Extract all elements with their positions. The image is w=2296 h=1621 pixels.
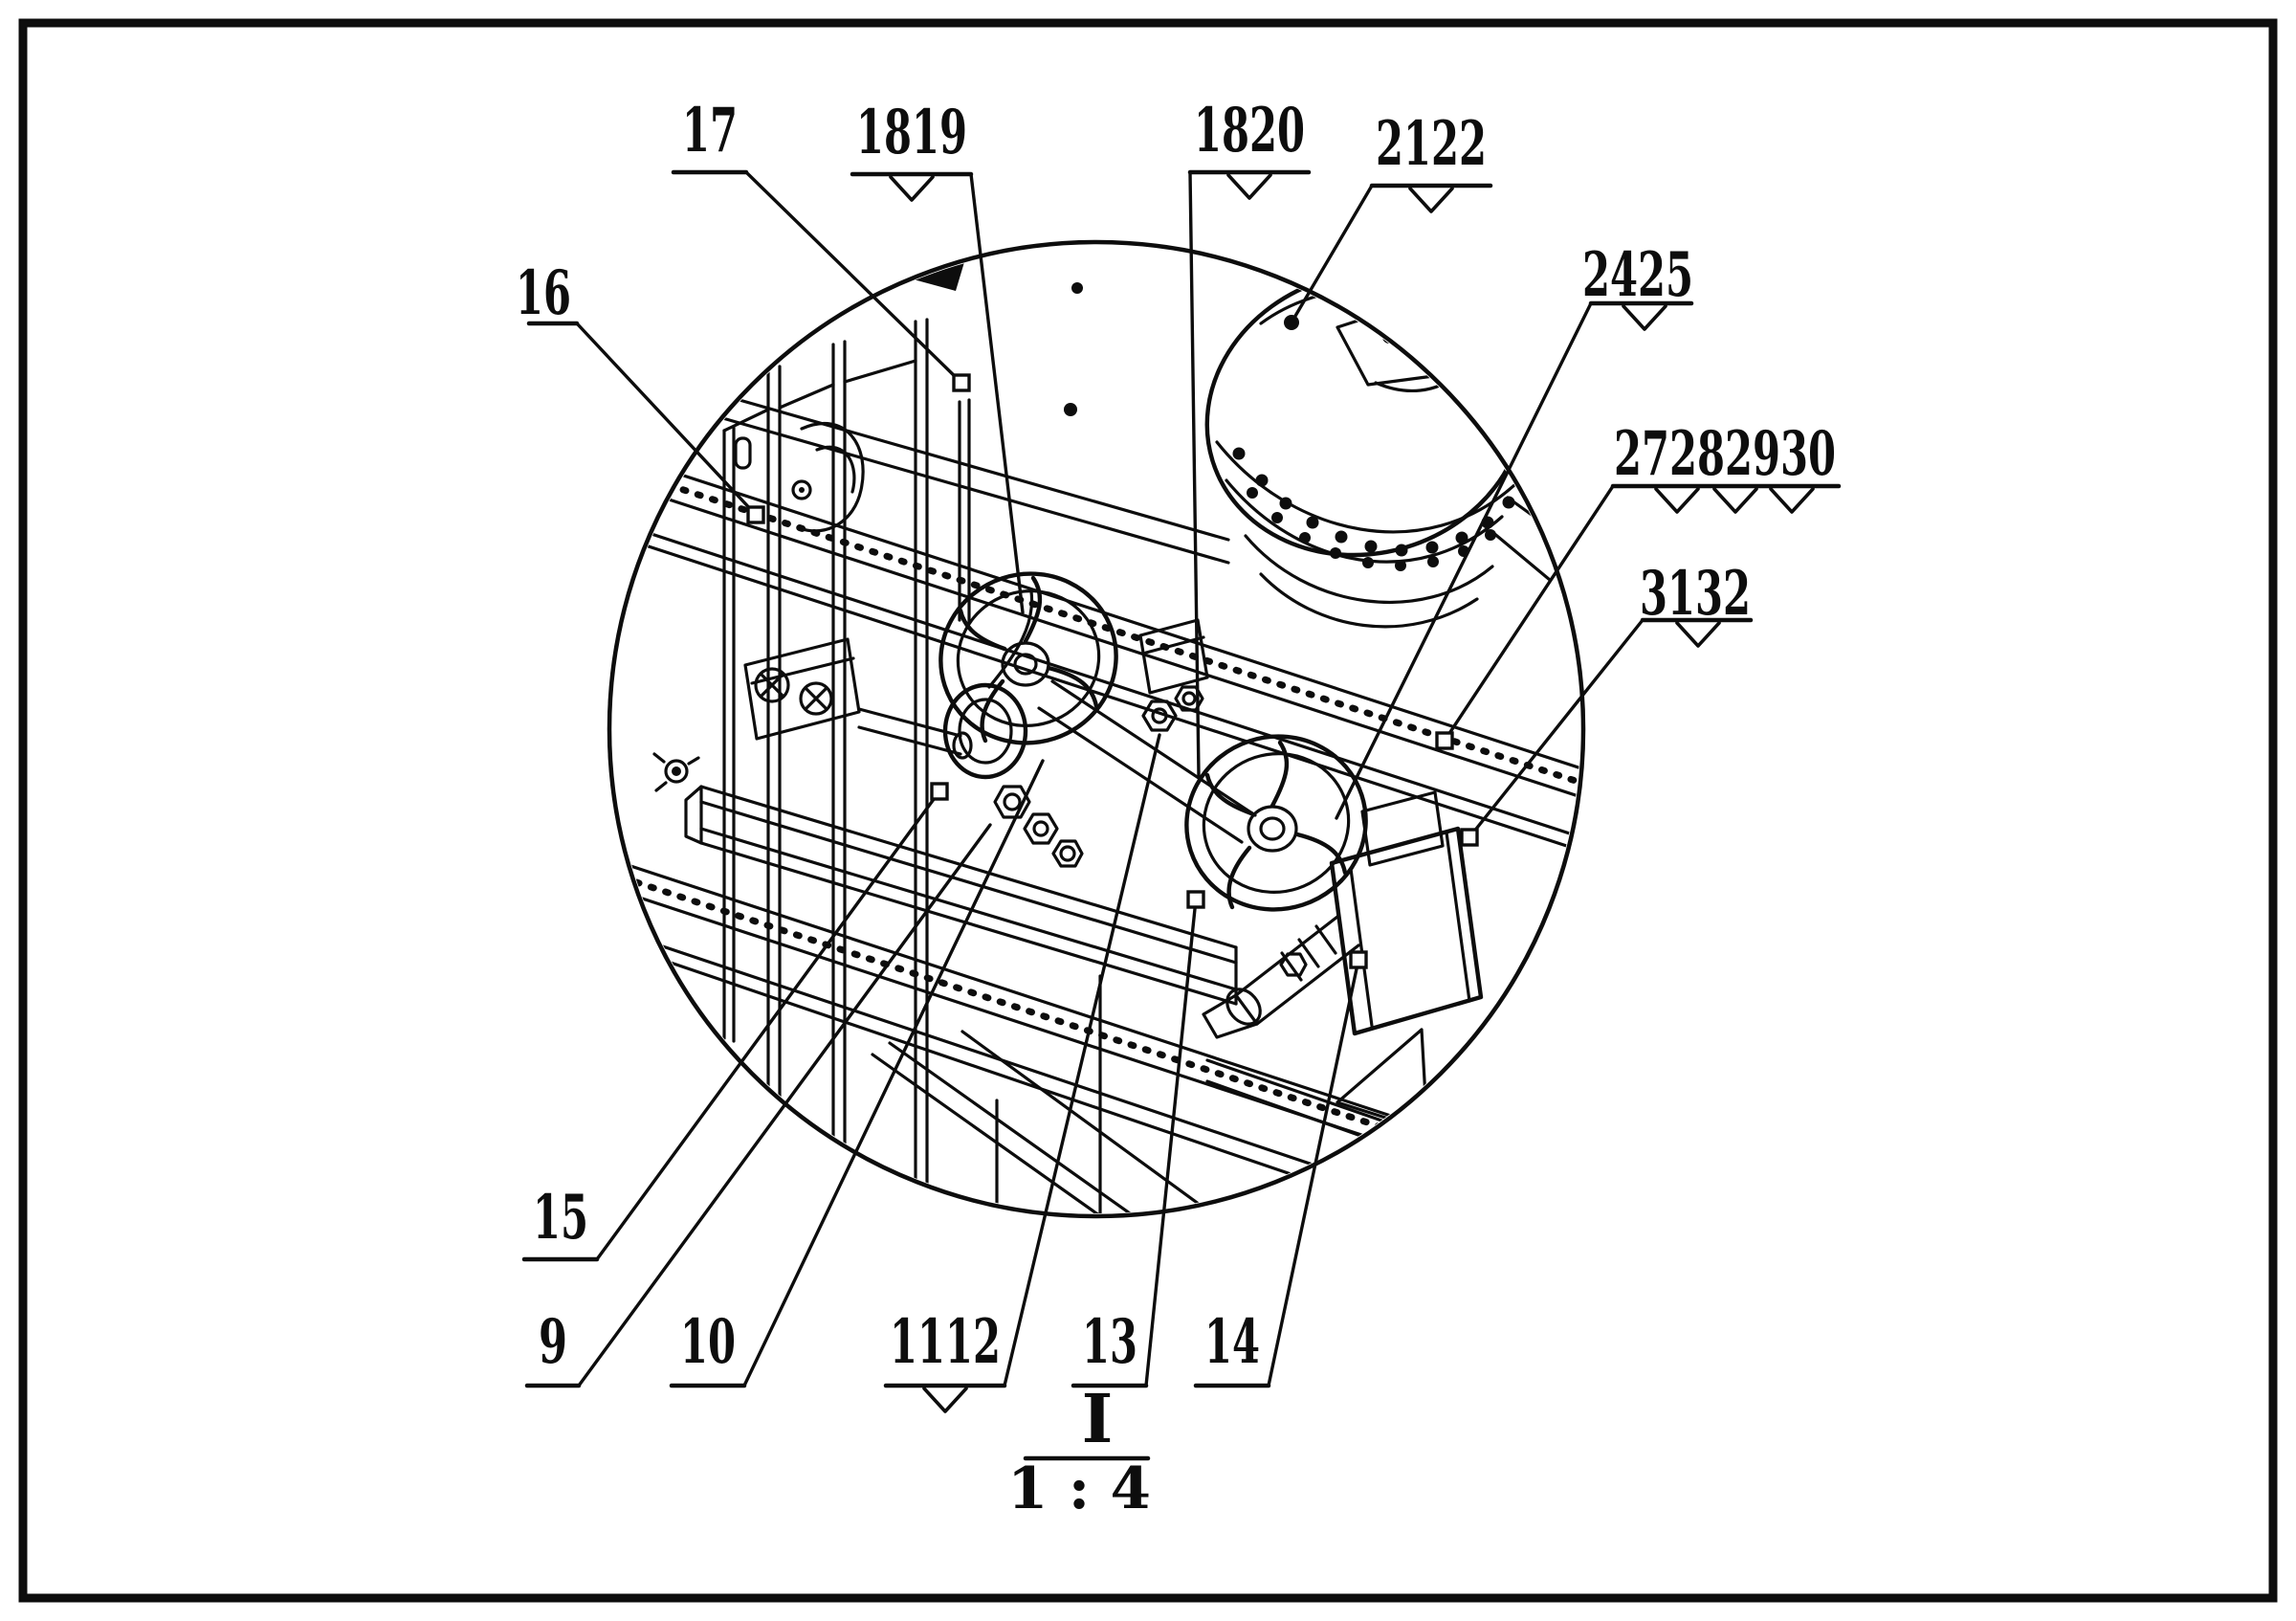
leader-line: [1290, 184, 1374, 324]
leader-line: [744, 170, 963, 385]
scale-annotation: I 1 : 4: [1007, 1379, 1151, 1522]
target-marker-square: [1460, 828, 1479, 847]
callout-number: 1112: [890, 1306, 1001, 1378]
target-marker-square: [930, 782, 949, 801]
multi-part-chevron: [889, 175, 935, 202]
callout-17: 17: [671, 95, 971, 392]
leader-line: [1188, 170, 1201, 777]
cylinder-assembly: [743, 589, 1034, 780]
leader-line: [969, 172, 1025, 614]
panel-slot: [734, 436, 752, 470]
callout-layer: 9 10 1112 13 14 15 16 17 1819 1820 2122 2425 2728293…: [516, 95, 1842, 1413]
callout-2425: 2425: [1335, 239, 1694, 820]
callout-number: 2425: [1582, 239, 1693, 311]
callout-number: 15: [533, 1182, 588, 1254]
channel-bar: [684, 785, 1238, 1006]
callout-number: 13: [1082, 1306, 1137, 1378]
panel-rivet: [845, 1197, 858, 1210]
callout-2122: 2122: [1284, 108, 1493, 330]
leader-line: [595, 789, 941, 1261]
target-marker-square: [1186, 890, 1205, 909]
multi-part-chevron: [1769, 487, 1815, 514]
callout-number: 16: [516, 257, 571, 329]
leader-line: [1443, 484, 1615, 743]
callout-number: 2122: [1376, 108, 1487, 180]
callout-number: 10: [680, 1306, 736, 1378]
screw-head: [791, 479, 812, 500]
callout-number: 1820: [1194, 95, 1305, 167]
wheel-axle: [1037, 618, 1257, 844]
leader-line: [1267, 958, 1360, 1388]
leader-line: [575, 322, 758, 517]
callout-1820: 1820: [1187, 95, 1312, 777]
drive-gearbox: [1202, 790, 1484, 1039]
panel-bolt: [664, 759, 689, 784]
callout-14: 14: [1193, 950, 1368, 1388]
target-marker-square: [1349, 950, 1368, 969]
callout-number: 17: [682, 95, 738, 167]
callout-number: 14: [1204, 1306, 1260, 1378]
target-marker-square: [1435, 731, 1454, 750]
callout-13: 13: [1071, 890, 1205, 1388]
target-marker-square: [952, 373, 971, 392]
nut-cluster: [993, 785, 1084, 868]
bottom-braces: [871, 974, 1513, 1213]
callout-1112: 1112: [883, 733, 1161, 1413]
callout-16: 16: [516, 257, 765, 524]
multi-part-chevron: [1226, 173, 1272, 200]
multi-part-chevron: [1712, 487, 1758, 514]
multi-part-chevron: [1622, 304, 1667, 331]
multi-part-chevron: [1675, 621, 1721, 648]
callout-3132: 3132: [1460, 558, 1754, 847]
target-marker-dot: [1284, 315, 1299, 330]
scale-ratio: 1 : 4: [1007, 1455, 1151, 1522]
callout-number: 27282930: [1614, 418, 1836, 490]
multi-part-chevron: [1408, 187, 1454, 213]
callout-27282930: 27282930: [1435, 418, 1842, 750]
callout-9: 9: [524, 823, 992, 1388]
callout-number: 1819: [856, 97, 967, 168]
leader-line: [577, 823, 992, 1388]
callout-number: 9: [539, 1306, 567, 1378]
callout-number: 3132: [1640, 558, 1751, 630]
frame-posts: [652, 318, 971, 1213]
multi-part-chevron: [922, 1387, 968, 1413]
detail-label: I: [1082, 1379, 1114, 1458]
right-metering-wheel: [1184, 734, 1368, 912]
callout-15: 15: [521, 782, 949, 1262]
leader-line: [742, 759, 1045, 1388]
multi-part-chevron: [1654, 487, 1700, 514]
leader-line: [1003, 733, 1161, 1388]
sheet-border: [18, 18, 2278, 1603]
callout-10: 10: [669, 759, 1045, 1388]
target-marker-square: [746, 505, 765, 524]
callout-1819: 1819: [850, 97, 1025, 614]
leader-line: [1468, 618, 1645, 839]
leader-line: [1335, 301, 1593, 820]
leader-line: [1144, 898, 1198, 1388]
